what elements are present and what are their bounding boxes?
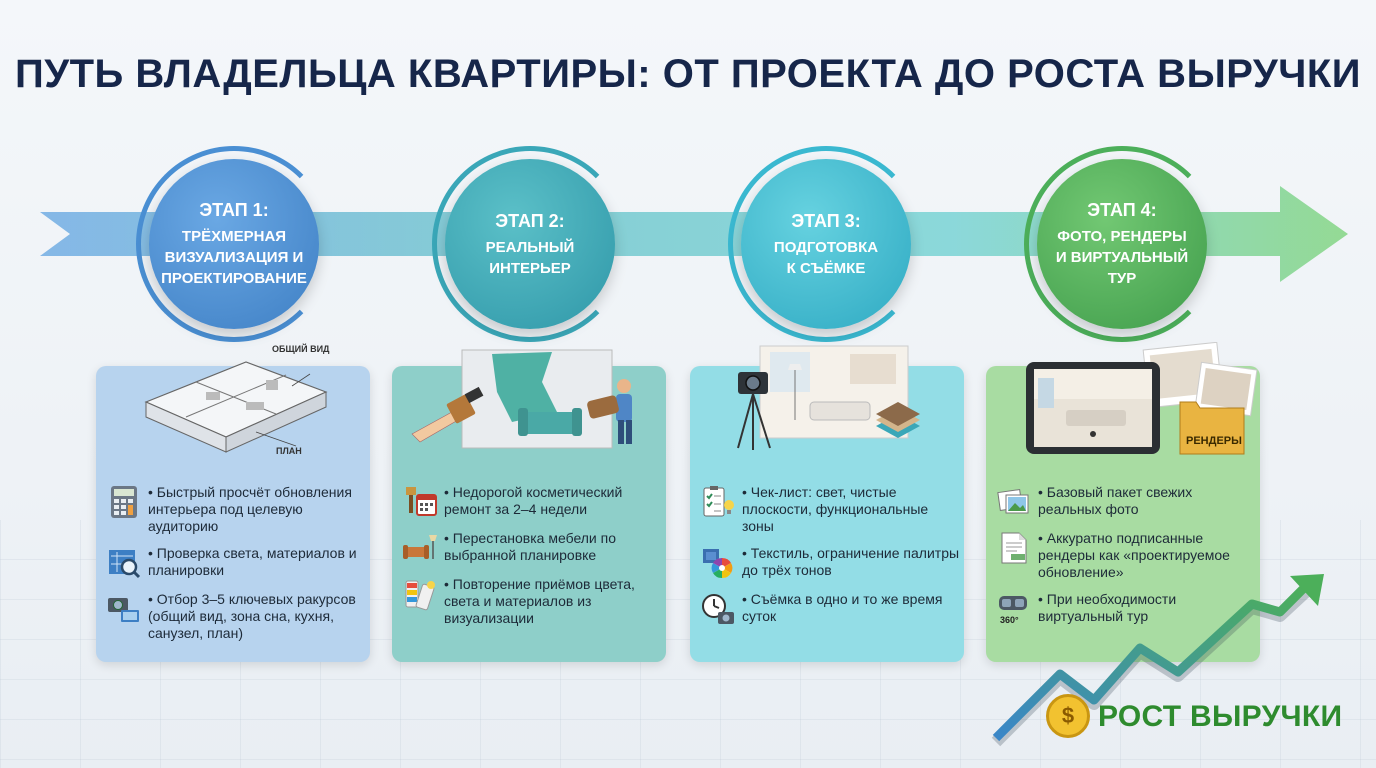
calculator-icon <box>106 484 142 520</box>
photo-shoot-illustration <box>737 345 920 450</box>
list-item: Отбор 3–5 ключевых ракурсов (общий вид, … <box>106 591 366 642</box>
stage-2-item-3-text: Повторение приёмов цвета, света и матери… <box>444 576 662 627</box>
stage-4-name-line-2: И ВИРТУАЛЬНЫЙ <box>1055 249 1189 266</box>
stage-3-number: ЭТАП 3: <box>791 210 861 231</box>
textile-color-wheel-icon <box>700 545 736 581</box>
camera-screen-icon <box>106 591 142 627</box>
stage-1-name-line-3: ПРОЕКТИРОВАНИЕ <box>161 270 307 287</box>
stage-1-items: Быстрый просчёт обновления интерьера под… <box>106 484 366 652</box>
stage-4-item-3-text: При необходимости виртуальный тур <box>1038 591 1256 625</box>
stage-2-number: ЭТАП 2: <box>495 210 565 231</box>
clock-camera-icon <box>700 591 736 627</box>
blueprint-magnifier-icon <box>106 545 142 581</box>
list-item: Быстрый просчёт обновления интерьера под… <box>106 484 366 535</box>
checklist-bulb-icon <box>700 484 736 520</box>
stage-1-number: ЭТАП 1: <box>199 200 269 220</box>
stage-4-number: ЭТАП 4: <box>1087 200 1157 220</box>
stage-2-card: Недорогой косметический ремонт за 2–4 не… <box>392 349 666 662</box>
revenue-growth-arrow <box>991 574 1324 747</box>
stage-1-name-line-2: ВИЗУАЛИЗАЦИЯ И <box>164 249 304 266</box>
timeline-arrow <box>40 186 1348 282</box>
list-item: Базовый пакет свежих реальных фото <box>996 484 1256 520</box>
list-item: Чек-лист: свет, чистые плоскости, функци… <box>700 484 960 535</box>
stage-2-item-1-text: Недорогой косметический ремонт за 2–4 не… <box>444 484 662 518</box>
stage-3-card: Чек-лист: свет, чистые плоскости, функци… <box>690 345 964 662</box>
floorplan-3d-illustration <box>144 361 328 453</box>
stage-2-circle: ЭТАП 2: РЕАЛЬНЫЙ ИНТЕРЬЕР <box>445 159 615 329</box>
stage-3-name-line-2: К СЪЁМКЕ <box>786 259 866 277</box>
stage-3-item-1-text: Чек-лист: свет, чистые плоскости, функци… <box>742 484 960 535</box>
list-item: Проверка света, материалов и планировки <box>106 545 366 581</box>
list-item: Повторение приёмов цвета, света и матери… <box>402 576 662 627</box>
stage-1-item-2-text: Проверка света, материалов и планировки <box>148 545 366 579</box>
vr-360-label: 360° <box>1000 615 1019 625</box>
list-item: Съёмка в одно и то же время суток <box>700 591 960 627</box>
stage-4-item-1-text: Базовый пакет свежих реальных фото <box>1038 484 1256 518</box>
stage-3-item-2-text: Текстиль, ограничение палитры до трёх то… <box>742 545 960 579</box>
label-plan: ПЛАН <box>276 446 302 456</box>
list-item: 360° При необходимости виртуальный тур <box>996 591 1256 627</box>
tablet-renders-illustration <box>1026 342 1258 455</box>
brush-calendar-icon <box>402 484 438 520</box>
list-item: Перестановка мебели по выбранной планиро… <box>402 530 662 566</box>
stage-4-name-line-3: ТУР <box>1107 270 1137 287</box>
vr-360-icon: 360° <box>996 591 1032 627</box>
stage-1-name-line-1: ТРЁХМЕРНАЯ <box>181 228 287 245</box>
stage-4-ring <box>1024 146 1220 342</box>
photos-icon <box>996 484 1032 520</box>
stage-4-item-2-text: Аккуратно подписанные рендеры как «проек… <box>1038 530 1256 581</box>
stage-2-ring <box>432 146 628 342</box>
stage-2-items: Недорогой косметический ремонт за 2–4 не… <box>402 484 662 637</box>
stage-1-item-1-text: Быстрый просчёт обновления интерьера под… <box>148 484 366 535</box>
stage-1-ring <box>136 146 332 342</box>
stage-4-items: Базовый пакет свежих реальных фото Аккур… <box>996 484 1256 637</box>
revenue-growth-label: РОСТ ВЫРУЧКИ <box>1098 700 1343 733</box>
list-item: Аккуратно подписанные рендеры как «проек… <box>996 530 1256 581</box>
document-signed-icon <box>996 530 1032 566</box>
stage-1-item-3-text: Отбор 3–5 ключевых ракурсов (общий вид, … <box>148 591 366 642</box>
stage-3-items: Чек-лист: свет, чистые плоскости, функци… <box>700 484 960 637</box>
stage-3-ring <box>728 146 924 342</box>
list-item: Текстиль, ограничение палитры до трёх то… <box>700 545 960 581</box>
stage-1-circle: ЭТАП 1: ТРЁХМЕРНАЯ ВИЗУАЛИЗАЦИЯ И ПРОЕКТ… <box>149 159 319 329</box>
dollar-coin-icon: $ <box>1046 694 1090 738</box>
stage-2-name-line-2: ИНТЕРЬЕР <box>489 259 571 277</box>
stage-3-circle: ЭТАП 3: ПОДГОТОВКА К СЪЁМКЕ <box>741 159 911 329</box>
stage-2-item-2-text: Перестановка мебели по выбранной планиро… <box>444 530 662 564</box>
stage-4-name-line-1: ФОТО, РЕНДЕРЫ <box>1057 228 1187 245</box>
stage-2-name-line-1: РЕАЛЬНЫЙ <box>485 238 575 256</box>
stage-3-name-line-1: ПОДГОТОВКА <box>773 238 879 256</box>
palette-swatches-icon <box>402 576 438 612</box>
stage-4-circle: ЭТАП 4: ФОТО, РЕНДЕРЫ И ВИРТУАЛЬНЫЙ ТУР <box>1037 159 1207 329</box>
stage-1-card: ОБЩИЙ ВИД ПЛАН Быстрый просчёт обновлени… <box>96 344 370 662</box>
sofa-lamp-icon <box>402 530 438 566</box>
page-title: ПУТЬ ВЛАДЕЛЬЦА КВАРТИРЫ: ОТ ПРОЕКТА ДО Р… <box>14 52 1362 96</box>
renovation-illustration <box>411 349 632 449</box>
label-overview: ОБЩИЙ ВИД <box>272 344 330 354</box>
label-renders: РЕНДЕРЫ <box>1186 435 1242 447</box>
stage-3-item-3-text: Съёмка в одно и то же время суток <box>742 591 960 625</box>
stage-4-card: РЕНДЕРЫ Базовый пакет свежих реальных фо… <box>986 342 1260 662</box>
list-item: Недорогой косметический ремонт за 2–4 не… <box>402 484 662 520</box>
